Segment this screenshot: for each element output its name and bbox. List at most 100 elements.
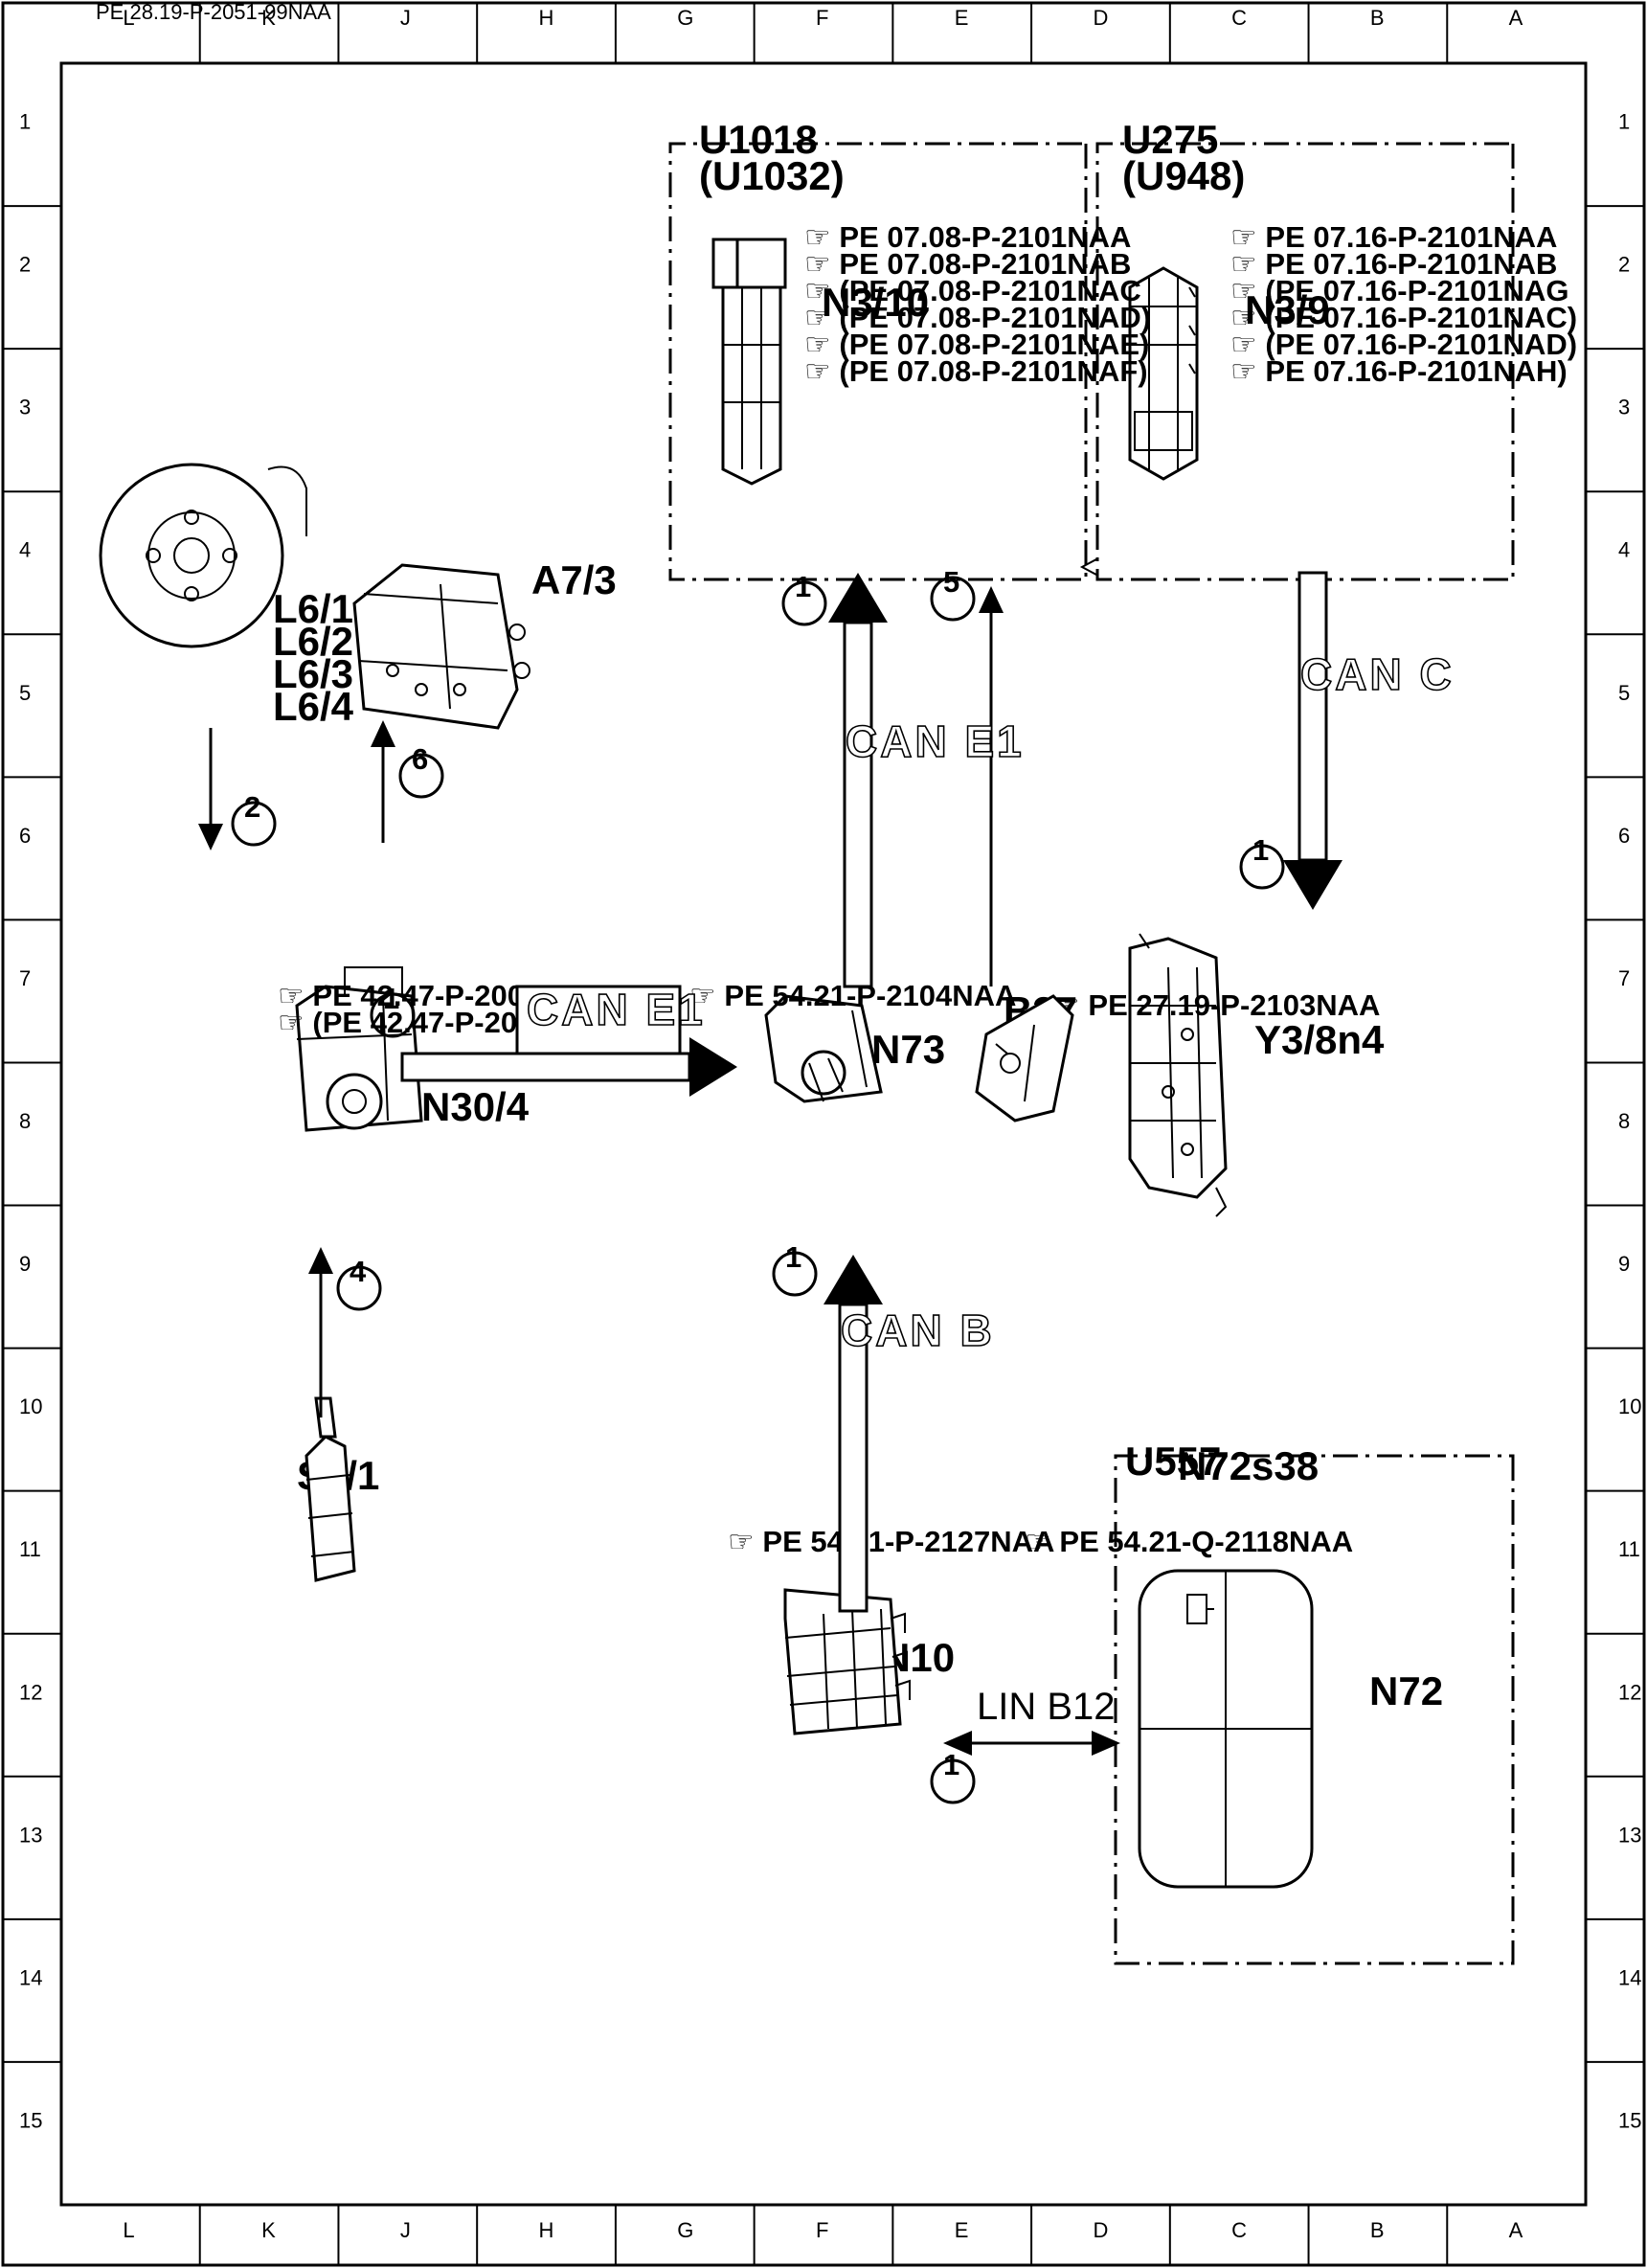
grid-column-label: E [955,6,969,30]
grid-column-label: J [400,6,411,30]
y3-8n4-refs: ☞ PE 27.19-P-2103NAA [1053,988,1380,1022]
grid-row-label: 13 [1618,1823,1641,1847]
can-e1-top-number: 1 [795,570,811,603]
s9-1-block: S9/1 [297,1396,379,1582]
l6-wheel-sensor-icon [99,463,307,648]
grid-row-label: 15 [1618,2108,1641,2132]
grid-column-label: J [400,2218,411,2242]
grid-column-label: E [955,2218,969,2242]
grid-column-label: F [816,6,828,30]
grid-row-label: 15 [19,2108,42,2132]
group-join-mark [1079,558,1097,576]
reference-line: ☞ (PE 07.16-P-2101NAG [1230,274,1568,307]
grid-row-label: 11 [1618,1537,1640,1561]
lin-b12-bus-label: LIN B12 [977,1686,1116,1728]
a7-3-block: A7/3 [352,557,617,730]
y3-8n4-valve-body-icon [1128,933,1228,1217]
n3-9-refs: ☞ PE 07.16-P-2101NAA☞ PE 07.16-P-2101NAB… [1230,220,1577,388]
grid-column-label: H [539,6,554,30]
lin-b12-connection: LIN B12 1 [930,1686,1120,1804]
grid-row-label: 5 [1618,681,1630,705]
can-e1-top-connection: CAN E1 1 [781,570,1023,988]
a7-3-label: A7/3 [531,557,617,602]
n73-ignition-switch-icon [764,994,883,1103]
reference-line: ☞ PE 07.08-P-2101NAA [804,220,1131,254]
grid-column-label: L [123,2218,134,2242]
grid-row-label: 10 [1618,1395,1641,1418]
reference-line: ☞ (PE 07.16-P-2101NAD) [1230,328,1577,361]
can-b-connection: CAN B 1 [772,1240,995,1613]
group-u1018-sublabel: (U1032) [699,153,845,198]
grid-column-label: G [677,2218,693,2242]
n30-4-label: N30/4 [421,1084,530,1129]
grid-row-label: 1 [1618,110,1630,134]
grid-row-label: 12 [19,1680,42,1704]
n73-label: N73 [871,1027,945,1072]
grid-row-label: 5 [19,681,31,705]
arrow-4-number: 4 [350,1255,367,1288]
grid-column-label: L [123,6,134,30]
reference-line: ☞ (PE 07.08-P-2101NAD) [804,301,1151,334]
grid-column-label: B [1370,6,1385,30]
grid-row-label: 3 [1618,396,1630,420]
l6-label: L6/2 [273,619,353,664]
grid-row-label: 12 [1618,1680,1641,1704]
n73-block: N73 ☞ PE 54.21-P-2104NAA [689,979,1016,1103]
grid-column-label: A [1509,6,1523,30]
reference-line: ☞ PE 27.19-P-2103NAA [1053,988,1380,1022]
grid-row-label: 6 [19,824,31,848]
grid-row-label: 11 [19,1537,41,1561]
can-c-number: 1 [1252,833,1269,867]
grid-column-label: K [261,2218,276,2242]
n10-sam-module-icon [783,1588,911,1735]
arrow-2-connection: 2 [198,728,277,850]
grid-row-label: 9 [1618,1252,1630,1276]
grid-column-label: H [539,2218,554,2242]
grid-row-label: 8 [1618,1109,1630,1133]
group-u275-label: U275 [1122,117,1218,162]
can-c-bus-label: CAN C [1300,649,1455,699]
arrow-6-connection: 6 [371,720,444,843]
group-u557: U557 N72s38 N72 ☞ PE 54.21-Q-2118NAA [1025,1439,1515,1965]
n72-refs: ☞ PE 54.21-Q-2118NAA [1025,1525,1353,1558]
grid-row-label: 10 [19,1395,42,1418]
group-u1018-box [668,142,1088,581]
grid-row-label: 6 [1618,824,1630,848]
grid-column-label: C [1231,6,1247,30]
grid-row-label: 7 [19,966,31,990]
n3-10-refs: ☞ PE 07.08-P-2101NAA☞ PE 07.08-P-2101NAB… [804,220,1151,388]
reference-line: ☞ (PE 07.08-P-2101NAC [804,274,1141,307]
l6-label: L6/3 [273,651,353,696]
grid-row-label: 1 [19,110,31,134]
grid-column-label: D [1093,2218,1108,2242]
group-u557-label: U557 [1125,1439,1221,1484]
group-u1018: U1018 (U1032) N3/10 ☞ PE 07.08-P-2101NAA… [668,117,1151,581]
l6-label: L6/4 [273,684,354,729]
reference-line: ☞ (PE 07.16-P-2101NAC) [1230,301,1577,334]
arrow-6-number: 6 [412,742,428,776]
can-e1-mid-bus-label: CAN E1 [527,985,706,1034]
grid-row-label: 14 [19,1965,42,1989]
grid-column-label: G [677,6,693,30]
y3-8n4-label: Y3/8n4 [1254,1017,1385,1062]
group-u1018-label: U1018 [699,117,818,162]
grid-column-label: F [816,2218,828,2242]
grid-row-label: 4 [19,538,31,562]
reference-line: ☞ PE 07.16-P-2101NAA [1230,220,1557,254]
arrow-5-connection: 5 [930,565,1004,987]
reference-line: ☞ PE 54.21-P-2127NAA [728,1525,1054,1558]
grid-row-label: 2 [1618,253,1630,277]
grid-row-label: 14 [1618,1965,1641,1989]
grid-row-label: 8 [19,1109,31,1133]
reference-line: ☞ (PE 07.08-P-2101NAE) [804,328,1149,361]
inner-frame [59,61,1588,2207]
y3-8n4-block: Y3/8n4 ☞ PE 27.19-P-2103NAA [1053,933,1385,1217]
grid-column-label: A [1509,2218,1523,2242]
group-u557-box [1114,1454,1515,1965]
n72-overhead-panel-icon [1138,1569,1314,1889]
can-b-bus-label: CAN B [841,1305,995,1355]
